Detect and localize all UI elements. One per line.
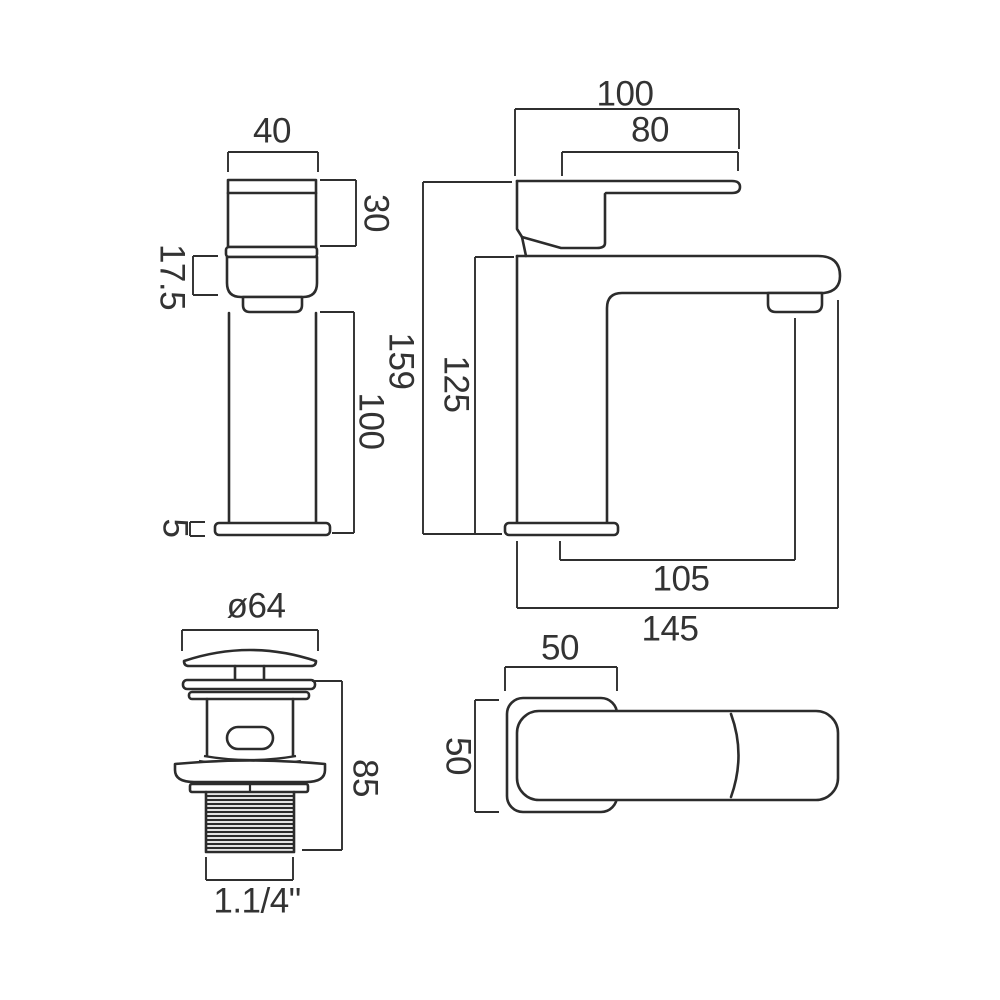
- waste-flange-upper: [181, 678, 317, 691]
- side-dim-handle-label: 80: [631, 111, 669, 150]
- waste-dim-height-label: 85: [346, 759, 385, 797]
- side-dim-deck-bracket: [474, 256, 514, 534]
- side-dim-deck-label: 125: [437, 356, 476, 413]
- waste-body: [205, 697, 295, 758]
- waste-overflow-slot: [225, 725, 275, 751]
- waste-dome-cap: [182, 648, 318, 668]
- side-aerator-outlet: [766, 291, 824, 314]
- top-handle-lever: [515, 709, 840, 802]
- front-base-plate: [213, 521, 332, 537]
- front-dim-width-bracket: [227, 151, 319, 172]
- waste-flared-rim: [173, 759, 327, 784]
- front-dim-neck-bracket: [192, 255, 218, 296]
- front-view: 40 30 17.5 100 5: [153, 112, 396, 538]
- front-dim-body-label: 100: [352, 393, 391, 450]
- front-dim-body-bracket: [320, 311, 355, 534]
- front-head: [226, 178, 318, 249]
- top-dim-depth-bracket: [474, 699, 499, 813]
- top-view: 50 50: [439, 629, 840, 814]
- side-dim-spout-bracket: [514, 108, 740, 176]
- top-dim-depth-label: 50: [439, 737, 478, 775]
- side-dim-handle-bracket: [561, 151, 739, 176]
- front-neck-band: [224, 245, 319, 259]
- side-body-outline: [515, 254, 842, 525]
- waste-dim-diameter-bracket: [181, 629, 319, 651]
- top-dim-width-label: 50: [541, 629, 579, 668]
- side-head: [515, 179, 607, 250]
- waste-flange-lower: [187, 690, 311, 701]
- front-dim-head-label: 30: [357, 194, 396, 232]
- front-spout-tip: [241, 295, 304, 314]
- side-dim-height-bracket: [422, 181, 512, 535]
- front-spout-shroud: [225, 255, 319, 299]
- front-dim-base-bracket: [189, 521, 205, 537]
- side-head-front-edge: [520, 235, 528, 258]
- side-dim-spout-label: 100: [597, 75, 654, 114]
- side-dim-depth-lines: [516, 300, 839, 609]
- waste-dim-diameter-label: ø64: [227, 587, 286, 626]
- front-dim-width-label: 40: [253, 112, 291, 151]
- top-dim-width-bracket: [504, 666, 618, 691]
- side-dim-reach-lines: [559, 318, 796, 561]
- front-body-column: [227, 311, 318, 525]
- side-base-plate: [503, 521, 620, 537]
- side-view: 100 80 159 125 105 145: [382, 75, 842, 649]
- front-dim-neck-label: 17.5: [153, 244, 192, 310]
- front-dim-base-label: 5: [156, 519, 195, 538]
- side-handle-lever: [515, 179, 742, 195]
- front-dim-head-bracket: [320, 179, 357, 247]
- side-dim-height-label: 159: [382, 333, 421, 390]
- waste-view: ø64 85 1.1/4": [173, 587, 385, 921]
- top-handle-divider: [729, 712, 740, 799]
- waste-dim-height-bracket: [302, 680, 343, 851]
- waste-thread-body: [204, 790, 296, 854]
- side-dim-reach-label: 105: [653, 560, 710, 599]
- waste-dim-thread-label: 1.1/4": [213, 882, 300, 921]
- side-dim-depth-label: 145: [642, 610, 699, 649]
- waste-thread-lines: [207, 794, 293, 850]
- waste-dim-thread-bracket: [205, 857, 294, 881]
- waste-stem: [233, 664, 266, 682]
